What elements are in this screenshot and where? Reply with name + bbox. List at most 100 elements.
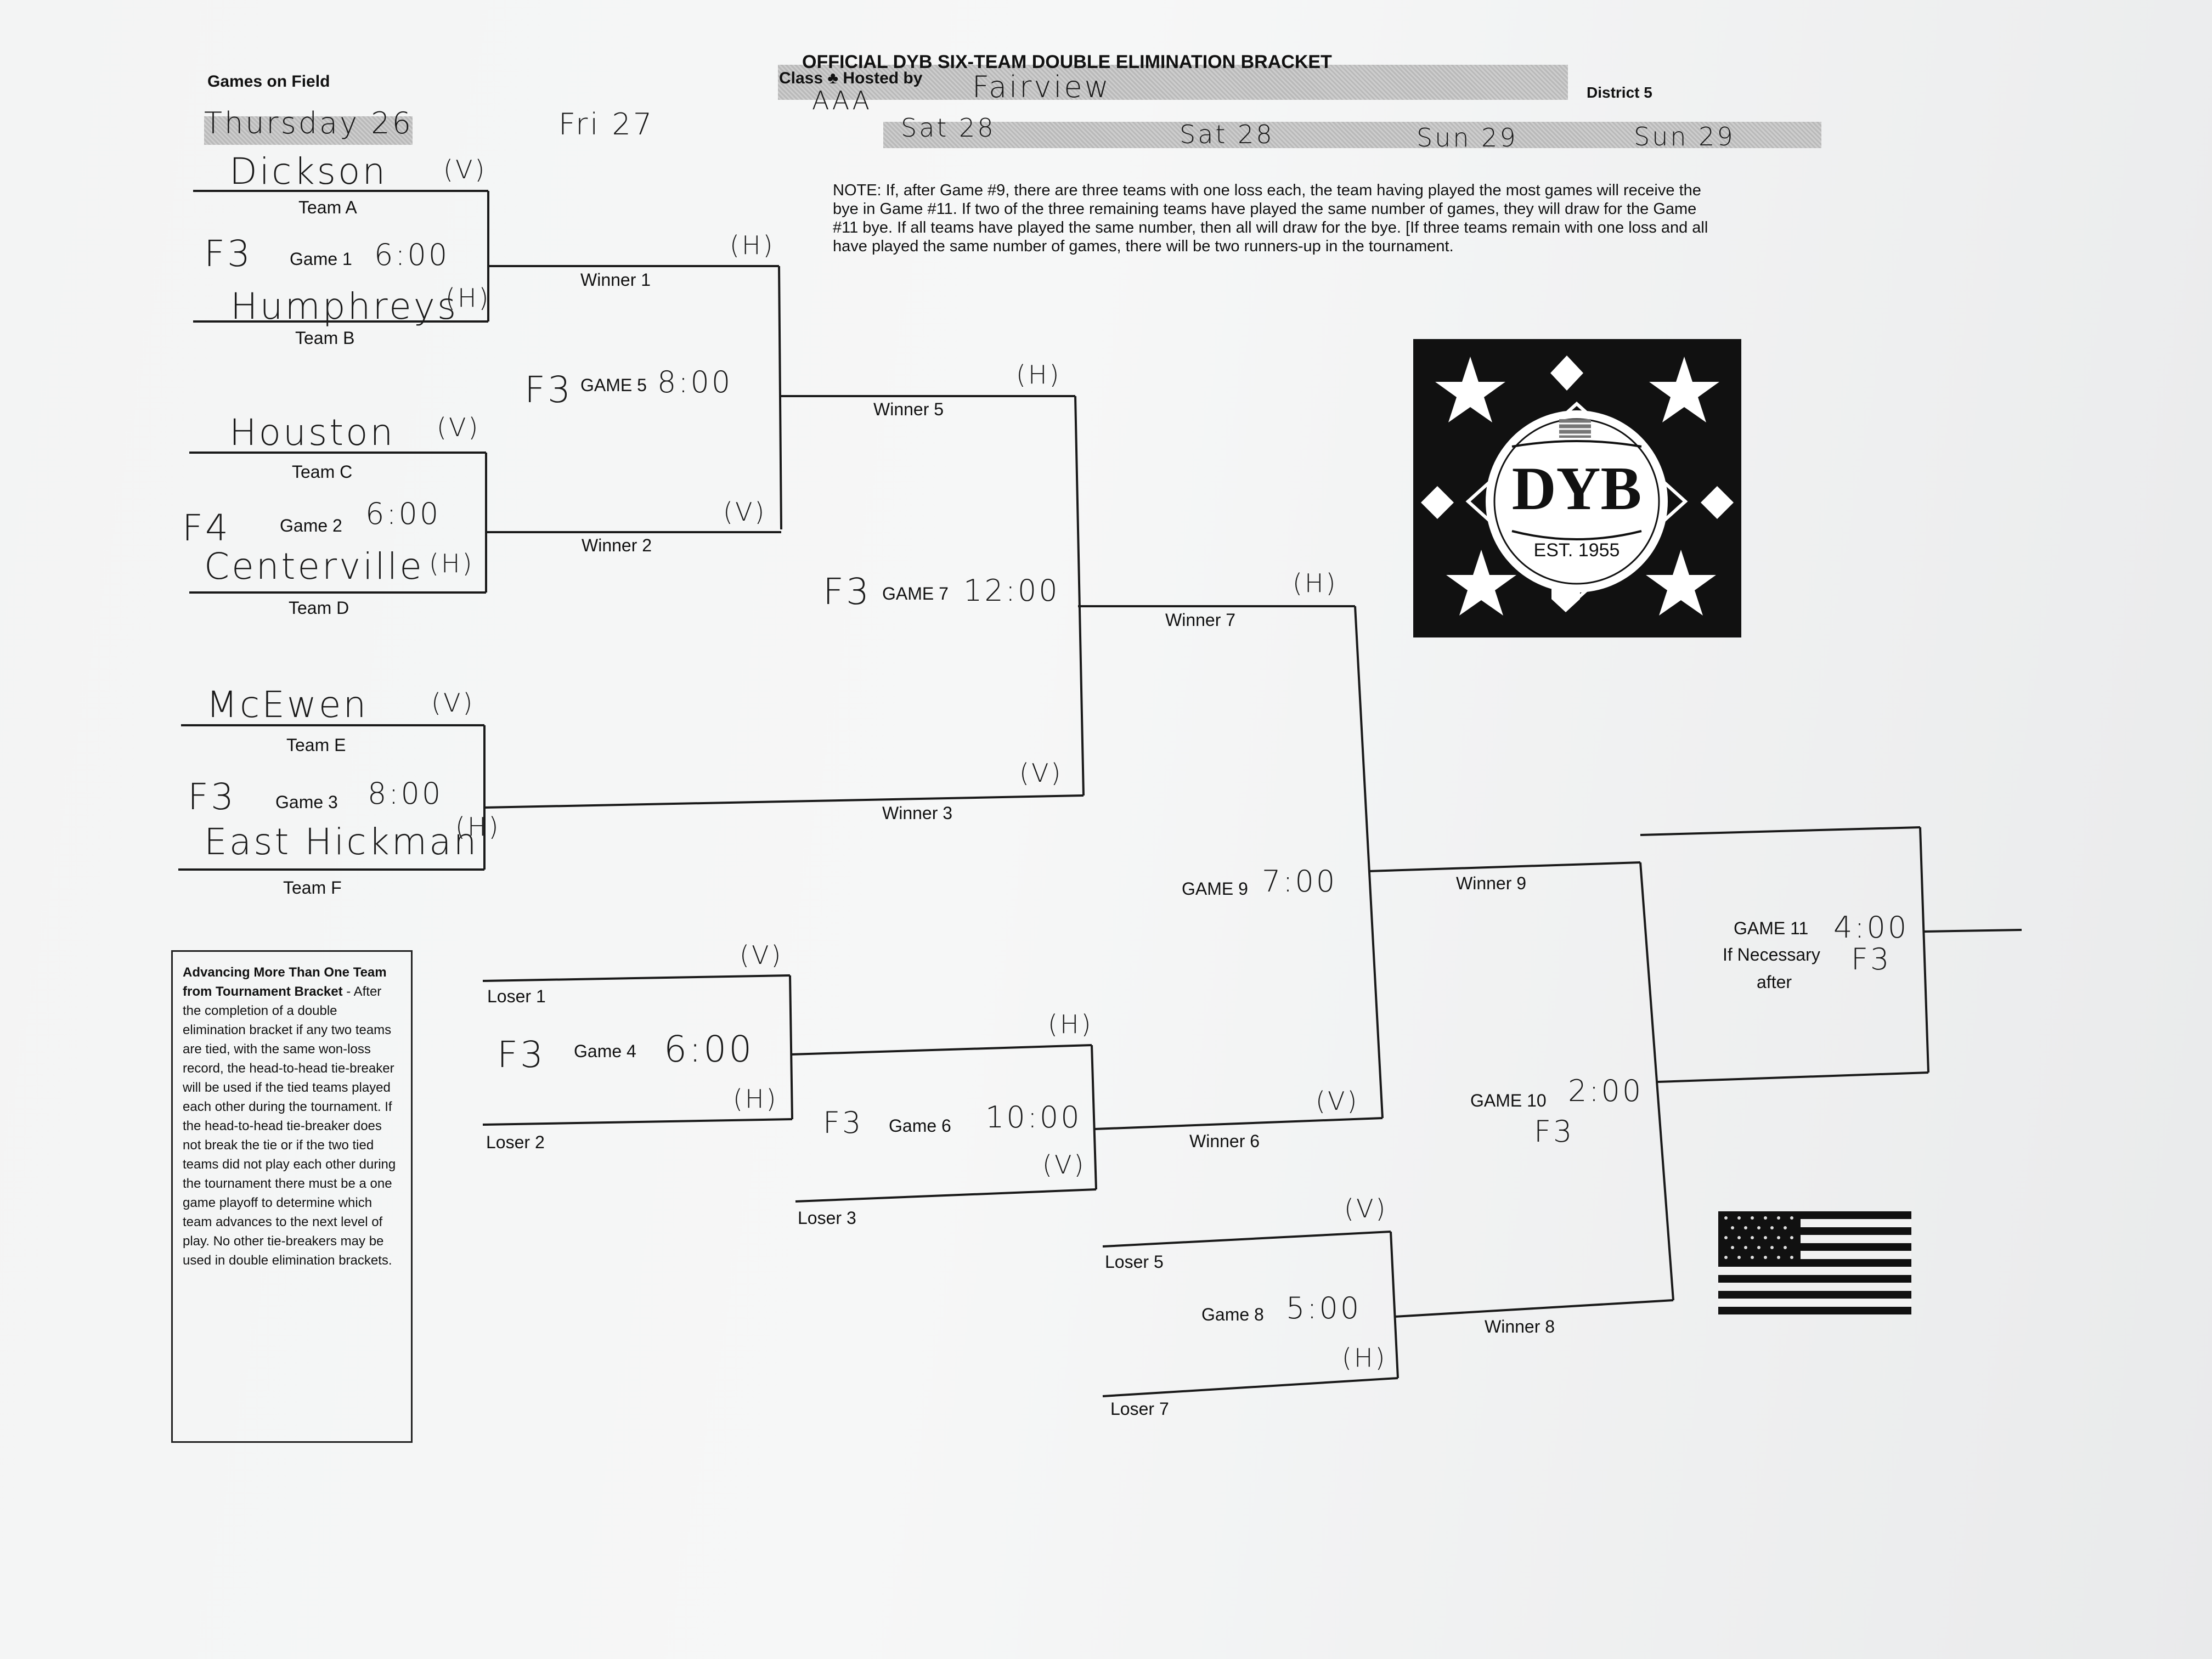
bye-note: NOTE: If, after Game #9, there are three…: [833, 182, 1708, 255]
team-b-mark: (H): [445, 283, 491, 313]
winner-7-slot: Winner 7: [1165, 610, 1236, 630]
logo-text: DYB: [1512, 455, 1641, 523]
team-c-name: Houston: [229, 411, 396, 454]
date-col-4: Sat 28: [1180, 120, 1274, 149]
date-col-6: Sun 29: [1634, 122, 1735, 151]
game-11-label: GAME 11: [1734, 918, 1809, 938]
rule-heading: Advancing More Than One Team from Tourna…: [183, 965, 387, 999]
loser-3-mark: (V): [1042, 1150, 1086, 1180]
game-6-time: 10:00: [985, 1100, 1082, 1135]
game-4-field: F3: [497, 1034, 545, 1076]
game-4-time: 6:00: [664, 1028, 754, 1070]
team-d-label: Team D: [289, 598, 349, 618]
page-title: OFFICIAL DYB SIX-TEAM DOUBLE ELIMINATION…: [802, 52, 1332, 72]
header-shade-mid: [778, 65, 1568, 100]
team-c-mark: (V): [437, 413, 481, 442]
game-6-label: Game 6: [889, 1116, 951, 1136]
game-5-time: 8:00: [657, 365, 733, 399]
winner-8-slot: Winner 8: [1485, 1317, 1555, 1336]
team-d-name: Centerville: [204, 545, 424, 588]
loser-3-slot: Loser 3: [798, 1208, 856, 1228]
game-2-time: 6:00: [365, 496, 441, 531]
logo-star-tr: [1649, 357, 1719, 422]
game-7-label: GAME 7: [882, 584, 949, 603]
game-8-label: Game 8: [1201, 1305, 1264, 1324]
game-4-label: Game 4: [574, 1041, 636, 1061]
game-5-label: GAME 5: [580, 375, 647, 395]
team-c-label: Team C: [292, 462, 353, 482]
winner-1-mark: (H): [730, 230, 775, 260]
winner-1-slot: Winner 1: [580, 270, 651, 290]
header-shade-right: [883, 122, 1821, 148]
game-8-time: 5:00: [1286, 1291, 1362, 1325]
loser-1-slot: Loser 1: [487, 986, 546, 1006]
team-a-label: Team A: [298, 198, 357, 217]
loser-7-mark: (H): [1342, 1343, 1387, 1373]
winner-6-mark: (V): [1316, 1086, 1359, 1116]
team-e-name: McEwen: [206, 684, 369, 726]
games-on-field-label: Games on Field: [207, 72, 330, 91]
logo-est: EST. 1955: [1534, 540, 1620, 561]
team-d-mark: (H): [429, 549, 475, 578]
date-col-5: Sun 29: [1417, 123, 1518, 153]
winner-2-mark: (V): [723, 497, 767, 527]
loser-1-mark: (V): [740, 940, 783, 970]
game-2-label: Game 2: [280, 516, 342, 535]
game-10-time: 2:00: [1568, 1074, 1644, 1108]
team-f-mark: (H): [455, 812, 501, 842]
loser-7-slot: Loser 7: [1110, 1399, 1169, 1419]
date-col-2: Fri 27: [558, 107, 654, 142]
game-10-field: F3: [1534, 1114, 1575, 1149]
winner-7-mark: (H): [1293, 568, 1338, 598]
winner-6-slot: Winner 6: [1189, 1131, 1260, 1151]
team-e-label: Team E: [286, 735, 346, 755]
game-3-field: F3: [188, 776, 236, 818]
class-value: AAA: [812, 86, 872, 115]
winner-3-mark: (V): [1019, 758, 1063, 788]
header-shade-left: [204, 116, 413, 145]
winner-3-slot: Winner 3: [882, 803, 953, 823]
team-f-name: East Hickman: [204, 821, 479, 863]
logo-star-tl: [1435, 357, 1505, 422]
game-11-after: after: [1757, 972, 1792, 992]
date-col-3: Sat 28: [901, 113, 996, 143]
game-10-label: GAME 10: [1470, 1091, 1547, 1110]
game-7-time: 12:00: [963, 573, 1060, 608]
game-11-field: F3: [1851, 942, 1892, 977]
dyb-logo: DYB EST. 1955: [1413, 339, 1741, 637]
game-1-label: Game 1: [290, 249, 352, 269]
team-a-mark: (V): [443, 155, 487, 184]
winner-4-mark: (H): [1048, 1009, 1093, 1039]
rule-body: - After the completion of a double elimi…: [183, 984, 396, 1268]
winner-9-slot: Winner 9: [1456, 873, 1527, 893]
district-label: District 5: [1587, 84, 1652, 101]
game-3-label: Game 3: [275, 792, 338, 812]
loser-5-slot: Loser 5: [1105, 1252, 1164, 1272]
loser-5-mark: (V): [1344, 1194, 1388, 1223]
logo-star-bl: [1446, 550, 1516, 616]
game-7-field: F3: [823, 571, 871, 613]
game-5-field: F3: [524, 369, 573, 411]
logo-star-br: [1646, 550, 1716, 616]
team-e-mark: (V): [431, 688, 475, 718]
game-1-field: F3: [204, 233, 252, 275]
game-9-label: GAME 9: [1182, 879, 1248, 899]
loser-2-slot: Loser 2: [486, 1132, 545, 1152]
game-11-if-necessary: If Necessary: [1723, 945, 1820, 964]
team-a-name: Dickson: [229, 150, 388, 193]
us-flag-image: [1718, 1211, 1911, 1314]
class-hosted-label: Class ♣ Hosted by: [779, 69, 923, 87]
game-6-field: F3: [823, 1105, 864, 1140]
team-f-label: Team F: [283, 878, 342, 898]
winner-5-slot: Winner 5: [873, 399, 944, 419]
winner-5-mark: (H): [1016, 360, 1062, 390]
team-b-label: Team B: [295, 328, 355, 348]
date-col-1: Thursday 26: [204, 106, 413, 140]
game-9-time: 7:00: [1262, 864, 1338, 899]
game-2-field: F4: [182, 507, 230, 549]
logo-diamond-left: [1421, 486, 1454, 519]
game-3-time: 8:00: [368, 776, 443, 811]
winner-2-slot: Winner 2: [582, 535, 652, 555]
